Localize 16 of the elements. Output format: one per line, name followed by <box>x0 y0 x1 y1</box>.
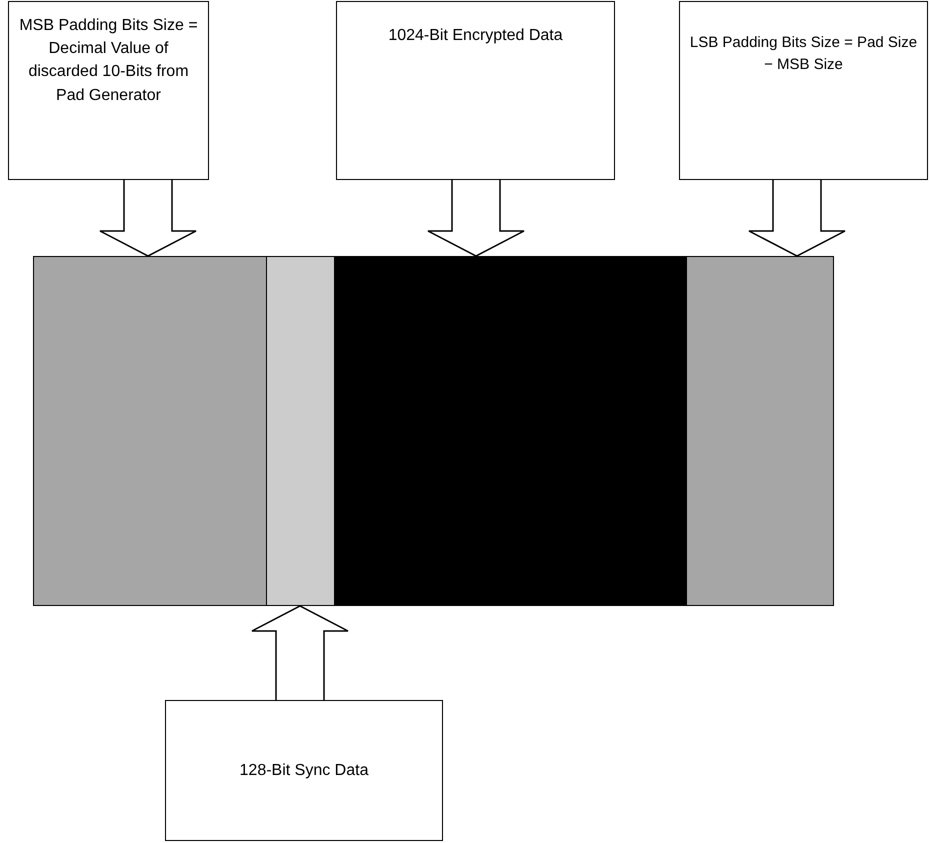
callout-box <box>336 1 615 180</box>
data-segment <box>334 256 686 606</box>
block-arrow <box>748 179 846 257</box>
callout-box <box>8 1 209 180</box>
callout-text: 128-Bit Sync Data <box>240 760 368 781</box>
block-arrow <box>251 605 349 701</box>
callout-box <box>679 1 928 180</box>
data-segment <box>686 256 834 606</box>
callout-text: MSB Padding Bits Size = Decimal Value of discarded 10-Bits from Pad Generator <box>18 16 199 106</box>
block-arrow <box>427 179 525 257</box>
data-segment <box>33 256 266 606</box>
callout-text: 1024-Bit Encrypted Data <box>388 26 563 46</box>
data-segment <box>266 256 334 606</box>
block-arrow <box>99 179 197 257</box>
callout-text: LSB Padding Bits Size = Pad Size − MSB Size <box>688 33 918 75</box>
callout-box <box>165 700 443 841</box>
